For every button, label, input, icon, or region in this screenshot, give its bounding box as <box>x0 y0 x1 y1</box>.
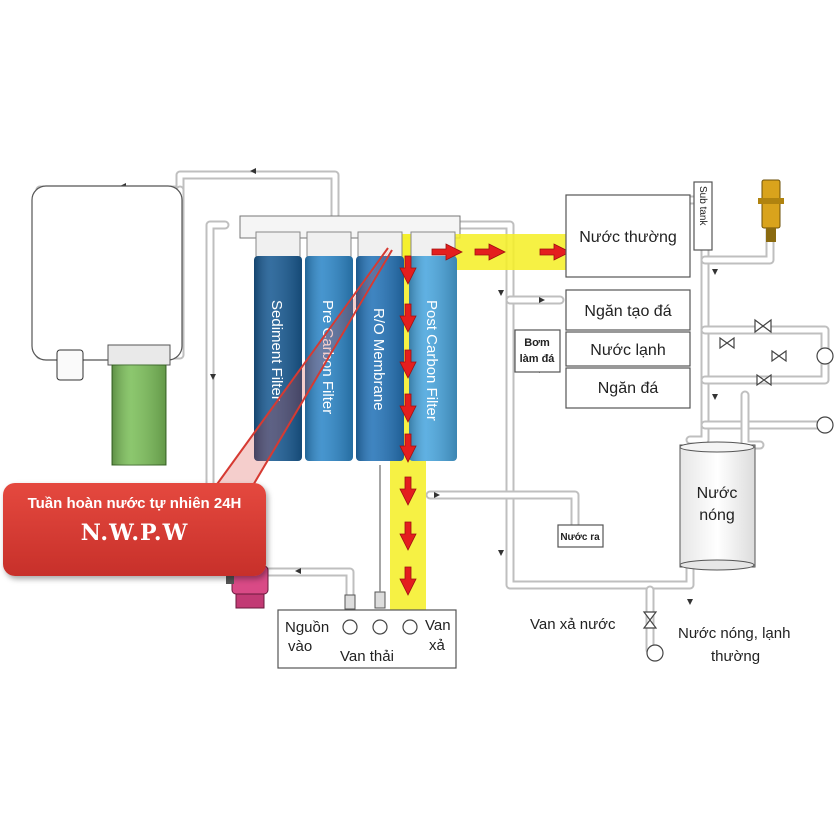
filter-label-sediment: Sediment Filter <box>268 300 285 401</box>
filter-label-post-carbon: Post Carbon Filter <box>423 300 440 421</box>
arrow-left-1 <box>539 243 571 261</box>
arrow-down-6 <box>399 476 417 506</box>
label-drain-valve: Van xả nước <box>530 616 616 633</box>
solenoid-valve <box>758 179 784 242</box>
callout-pointer <box>214 247 393 488</box>
label-ice-maker: Ngăn tạo đá <box>584 303 671 320</box>
arrow-left-3 <box>431 243 463 261</box>
callout-subtitle: N.W.P.W <box>80 520 189 546</box>
inlet-panel: Nguồn vào Van thải Van xả <box>277 465 457 669</box>
label-hot-water-1: Nước <box>697 485 738 502</box>
arrow-down-2 <box>399 303 417 333</box>
pipe-network <box>35 170 830 655</box>
filter-post-carbon <box>409 231 457 461</box>
outlet-faucet <box>646 644 664 662</box>
callout-title: Tuần hoàn nước tự nhiên 24H <box>27 495 242 512</box>
label-outlet-1: Nước nóng, lạnh <box>678 625 790 642</box>
filter-sediment <box>254 231 302 461</box>
label-drain-2: xả <box>429 637 446 654</box>
sub-tank: Sub tank <box>693 181 713 251</box>
storage-tank: Nước thường Ngăn tạo đá Nước lạnh Ngăn đ… <box>565 194 691 409</box>
label-sub-tank: Sub tank <box>697 186 708 226</box>
arrow-down-4 <box>399 393 417 423</box>
label-waste-valve: Van thải <box>340 648 394 665</box>
filter-label-pre-carbon: Pre Carbon Filter <box>319 300 336 414</box>
label-outlet-2: thường <box>711 648 760 665</box>
hot-water-tank: Nước nóng <box>679 441 756 571</box>
feed-tank <box>31 185 183 361</box>
water-out-box: Nước ra <box>557 524 604 548</box>
label-normal-water: Nước thường <box>579 229 677 246</box>
filter-ro-membrane <box>356 231 404 461</box>
label-ice-compartment: Ngăn đá <box>598 380 659 397</box>
label-ice-pump-1: Bơm <box>524 337 550 349</box>
green-cartridge <box>107 344 171 466</box>
arrow-down-1 <box>399 255 417 285</box>
red-flow-arrows <box>399 243 571 596</box>
label-source-1: Nguồn <box>285 619 329 636</box>
drain-valve <box>642 611 664 662</box>
label-ice-pump-2: làm đá <box>520 353 556 365</box>
callout-banner: Tuần hoàn nước tự nhiên 24H N.W.P.W <box>3 483 266 576</box>
label-source-2: vào <box>288 638 312 655</box>
right-valves <box>719 318 834 434</box>
cold-faucet <box>816 347 834 365</box>
label-cold-water: Nước lạnh <box>590 342 665 359</box>
arrow-down-7 <box>399 521 417 551</box>
arrow-down-5 <box>399 433 417 463</box>
arrow-left-2 <box>474 243 506 261</box>
arrow-down-3 <box>399 349 417 379</box>
float-valve <box>56 349 84 381</box>
label-drain-1: Van <box>425 617 451 634</box>
normal-faucet <box>816 416 834 434</box>
filter-label-ro-membrane: R/O Membrane <box>370 308 387 411</box>
label-water-out: Nước ra <box>560 532 600 543</box>
arrow-down-8 <box>399 566 417 596</box>
filter-cartridges: Sediment Filter Pre Carbon Filter R/O Me… <box>254 231 457 461</box>
label-hot-water-2: nóng <box>699 507 735 524</box>
ice-pump: Bơm làm đá <box>514 329 561 373</box>
